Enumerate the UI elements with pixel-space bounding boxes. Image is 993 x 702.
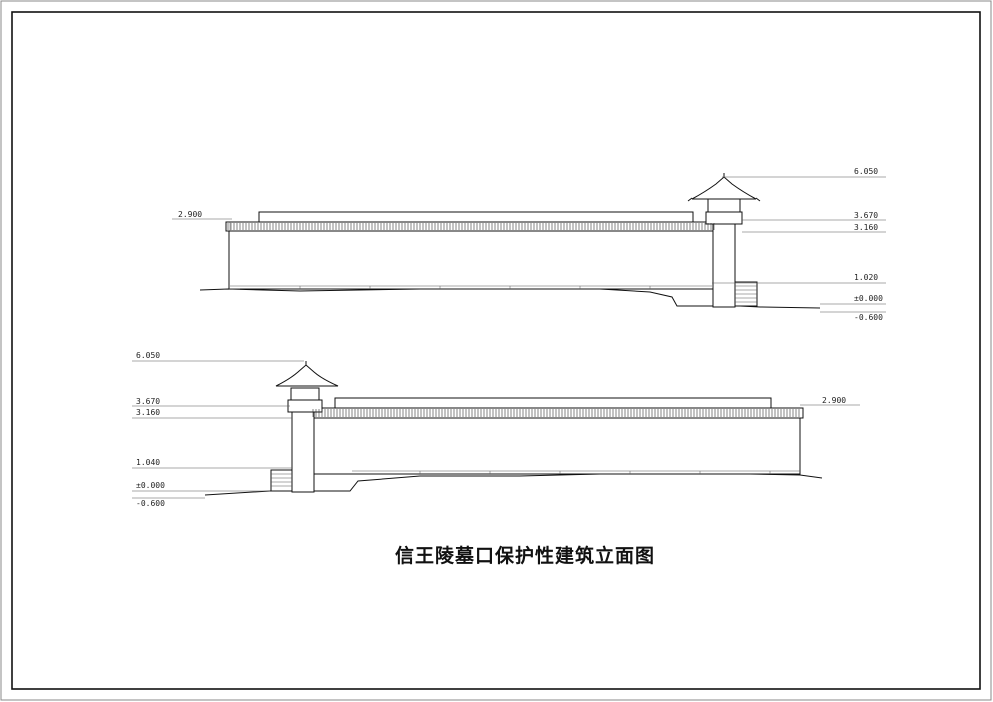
level-label: 3.670 [136,397,160,406]
wall-body-bottom [313,417,801,475]
roof-tile-hatching [227,223,800,417]
tower-upper-top [707,197,741,213]
tower-cornice-bottom [287,399,323,413]
level-label: -0.600 [136,499,165,508]
tower-cornice-top [705,211,743,225]
upper-roof-bottom [334,397,772,409]
upper-roof-top [258,211,694,223]
level-label: 3.160 [854,223,878,232]
tower-shaft-bottom [291,411,315,493]
level-label: ±0.000 [854,294,883,303]
level-label: ±0.000 [136,481,165,490]
level-label: 1.040 [136,458,160,467]
drawing-title: 信王陵墓口保护性建筑立面图 [395,544,655,567]
level-label: 3.160 [136,408,160,417]
pavilion-eaves-top [687,197,761,202]
level-label: 3.670 [854,211,878,220]
levels-bottom: 6.050 3.670 3.160 1.040 ±0.000 -0.600 2.… [132,351,860,508]
level-label: 6.050 [136,351,160,360]
level-label: 6.050 [854,167,878,176]
elevation-bottom: 6.050 3.670 3.160 1.040 ±0.000 -0.600 2.… [132,351,860,508]
wall-body-top [228,230,714,290]
stair-block-bottom [270,469,293,492]
stair-steps-bottom [271,473,292,487]
pavilion-roof-bottom [275,364,339,387]
stair-steps-top [735,285,757,303]
levels-top: 2.900 6.050 3.670 3.160 1.020 ±0.000 -0.… [172,167,886,322]
tower-upper-bottom [290,387,320,401]
wall-base-joints-top [229,286,651,290]
pavilion-roof-top [691,176,757,200]
level-label: 2.900 [822,396,846,405]
level-label: 1.020 [854,273,878,282]
elevation-top: 2.900 6.050 3.670 3.160 1.020 ±0.000 -0.… [172,167,886,322]
wall-base-joints-bottom [419,471,771,474]
tower-shaft-top [712,221,736,308]
inner-frame [11,11,981,690]
level-label: 2.900 [178,210,202,219]
level-label: -0.600 [854,313,883,322]
